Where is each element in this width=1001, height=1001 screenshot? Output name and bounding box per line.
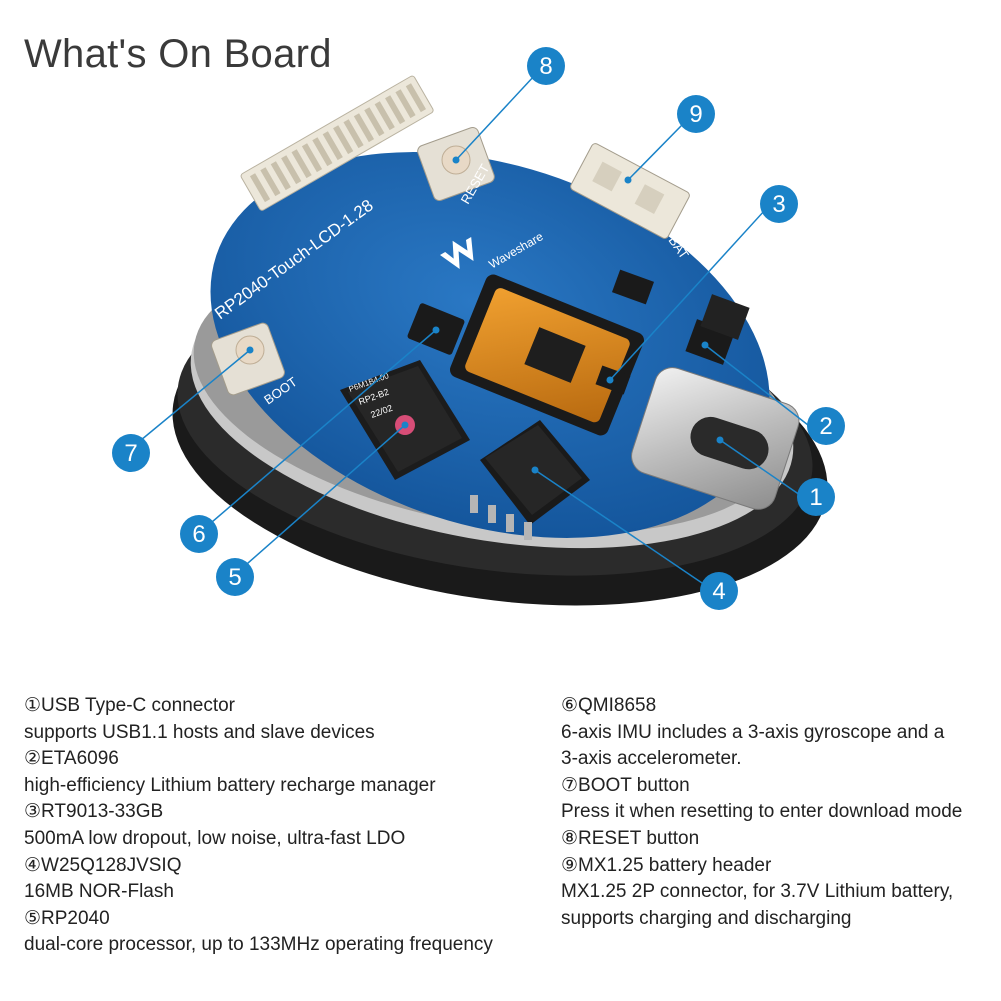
callout-badge-6: 6 bbox=[180, 515, 218, 553]
svg-text:3: 3 bbox=[772, 191, 785, 218]
svg-text:1: 1 bbox=[809, 484, 822, 511]
desc-imu-title: ⑥QMI8658 bbox=[561, 695, 657, 716]
desc-rp2040-title: ⑤RP2040 bbox=[24, 907, 110, 929]
callout-badge-5: 5 bbox=[216, 558, 254, 596]
callout-badge-4: 4 bbox=[700, 572, 738, 610]
desc-reset-title: ⑧RESET button bbox=[561, 827, 700, 849]
desc-imu-detail-2: 3-axis accelerometer. bbox=[561, 748, 742, 770]
desc-flash-detail: 16MB NOR-Flash bbox=[24, 881, 174, 903]
desc-rp2040-detail: dual-core processor, up to 133MHz operat… bbox=[24, 934, 493, 956]
desc-battery-detail-2: supports charging and discharging bbox=[561, 907, 852, 929]
desc-battery-detail-1: MX1.25 2P connector, for 3.7V Lithium ba… bbox=[561, 881, 954, 903]
svg-text:4: 4 bbox=[712, 578, 725, 605]
svg-text:6: 6 bbox=[192, 521, 205, 548]
callout-badge-3: 3 bbox=[760, 185, 798, 223]
battery-header-part: BAT bbox=[570, 143, 692, 262]
callout-badge-9: 9 bbox=[677, 95, 715, 133]
callout-badge-7: 7 bbox=[112, 434, 150, 472]
rp2040-chip: RP2-B2 22/02 P6M1B4.00 bbox=[340, 360, 470, 480]
svg-text:5: 5 bbox=[228, 564, 241, 591]
ldo-and-charger-parts bbox=[595, 269, 750, 395]
touch-flex-window bbox=[450, 274, 644, 436]
descriptions-left: ①USB Type-C connector supports USB1.1 ho… bbox=[24, 693, 544, 959]
fpc-connector bbox=[240, 75, 434, 211]
page-title: What's On Board bbox=[24, 32, 332, 76]
desc-imu-detail-1: 6-axis IMU includes a 3-axis gyroscope a… bbox=[561, 721, 945, 743]
callout-badge-1: 1 bbox=[797, 478, 835, 516]
desc-usb-title: ①USB Type-C connector bbox=[24, 695, 235, 716]
desc-usb-detail: supports USB1.1 hosts and slave devices bbox=[24, 721, 375, 743]
desc-flash-title: ④W25Q128JVSIQ bbox=[24, 854, 182, 876]
desc-boot-title: ⑦BOOT button bbox=[561, 774, 690, 796]
desc-charger-detail: high-efficiency Lithium battery recharge… bbox=[24, 774, 436, 796]
descriptions-right: ⑥QMI8658 6-axis IMU includes a 3-axis gy… bbox=[561, 693, 993, 932]
desc-boot-detail: Press it when resetting to enter downloa… bbox=[561, 801, 963, 823]
callout-badge-2: 2 bbox=[807, 407, 845, 445]
desc-ldo-title: ③RT9013-33GB bbox=[24, 801, 164, 823]
svg-text:2: 2 bbox=[819, 413, 832, 440]
svg-text:7: 7 bbox=[124, 440, 137, 467]
board-diagram: RP2040-Touch-LCD-1.28 Waveshare RESET BO… bbox=[112, 47, 845, 610]
svg-text:8: 8 bbox=[539, 53, 552, 80]
callout-lines bbox=[134, 74, 809, 586]
usb-type-c-part bbox=[631, 367, 800, 510]
desc-charger-title: ②ETA6096 bbox=[24, 748, 119, 770]
callout-badge-8: 8 bbox=[527, 47, 565, 85]
desc-ldo-detail: 500mA low dropout, low noise, ultra-fast… bbox=[24, 827, 406, 849]
desc-battery-title: ⑨MX1.25 battery header bbox=[561, 854, 772, 876]
svg-text:9: 9 bbox=[689, 101, 702, 128]
